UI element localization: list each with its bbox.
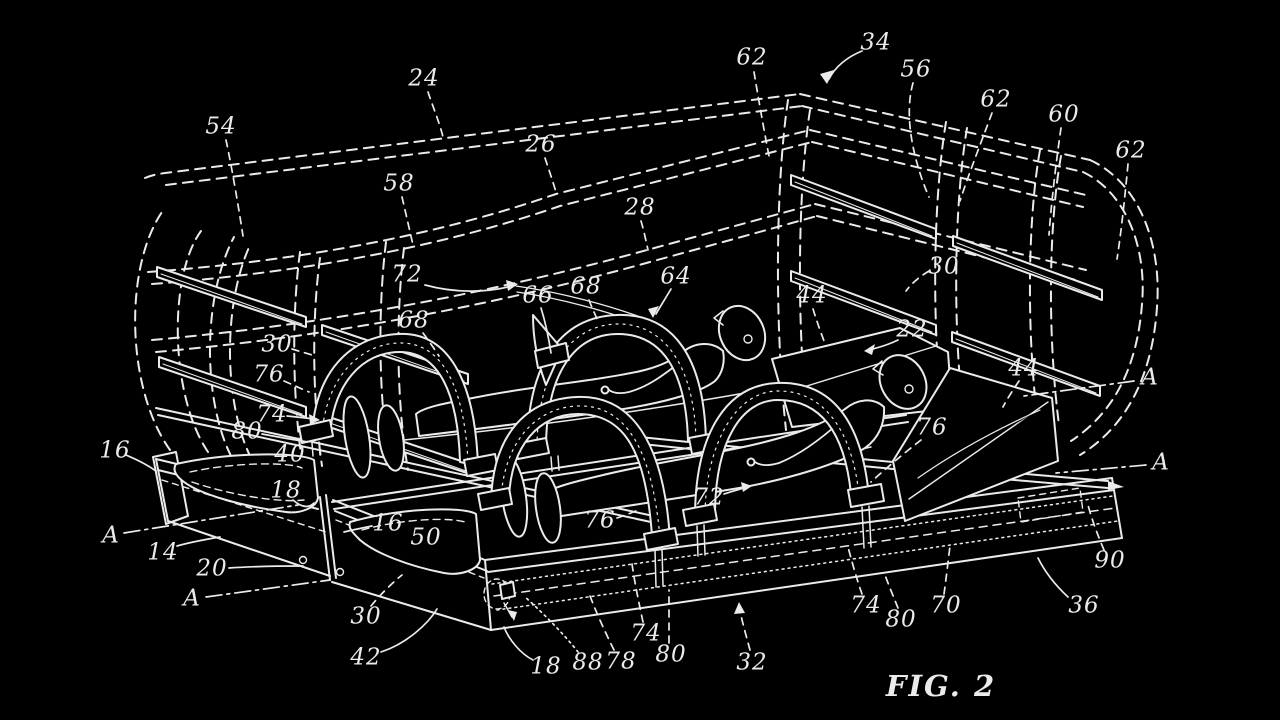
base-platform xyxy=(152,451,1123,631)
face-rear xyxy=(713,310,724,326)
foot-front-2 xyxy=(534,472,562,544)
arch-b-collar xyxy=(534,342,570,369)
arrowheads xyxy=(309,70,875,614)
rail-tip xyxy=(1108,481,1124,490)
head-front xyxy=(878,354,928,410)
corner-bracket xyxy=(483,578,517,621)
footwell-troughs xyxy=(173,453,481,575)
foot-rear-2 xyxy=(377,404,405,472)
leader-lines xyxy=(123,50,1147,661)
arm-front xyxy=(754,420,842,467)
head-rear xyxy=(717,304,767,362)
foot-rear-1 xyxy=(342,395,372,479)
occupant-rear xyxy=(342,304,767,479)
arm-rear xyxy=(608,362,680,394)
restraint-arches xyxy=(298,285,885,588)
figure-caption: FIG. 2 xyxy=(885,669,997,703)
mattress-edge-rear xyxy=(403,390,757,441)
face-front xyxy=(872,360,884,376)
section-lines xyxy=(123,380,1147,598)
